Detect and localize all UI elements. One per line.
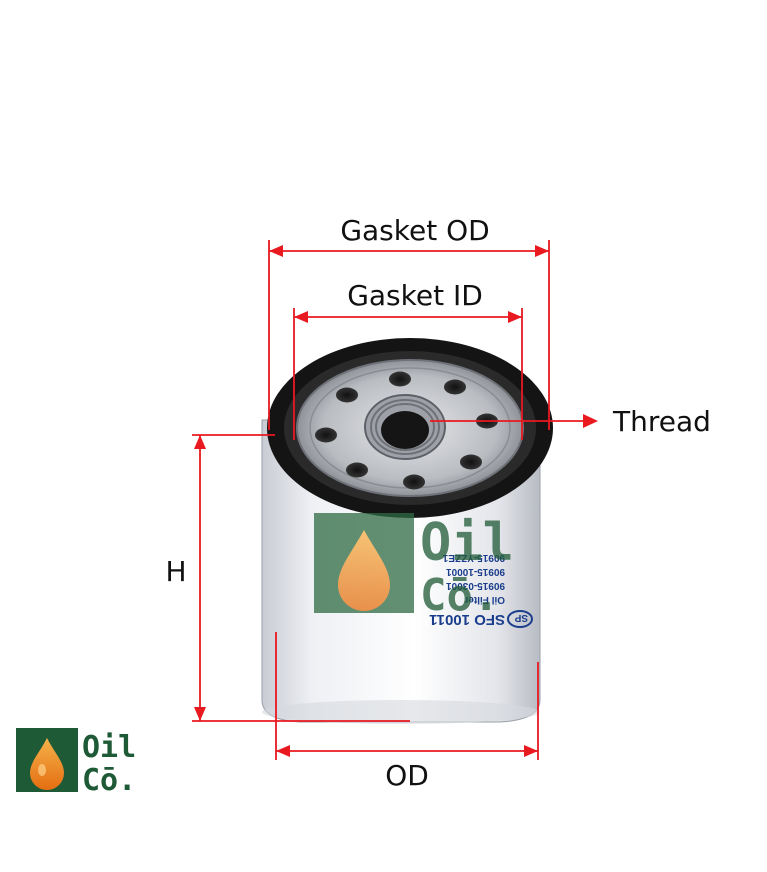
od-label: OD [385, 759, 429, 792]
brand-mark: SP [514, 612, 528, 623]
watermark-text-line-1: Oil [420, 513, 514, 573]
oil-filter-illustration: SFO 10011 Oil Filter 90915-03001 90915-1… [261, 338, 553, 724]
watermark-logo: Oil Cō. [314, 513, 514, 621]
dimension-gasket-id: Gasket ID [293, 279, 523, 440]
gasket-id-label: Gasket ID [347, 279, 483, 312]
watermark-text-line-2: Cō. [420, 570, 499, 621]
logo-text-line-1: Oil [82, 730, 136, 765]
oil-drop-icon [30, 738, 64, 790]
dimension-height: H [165, 434, 410, 722]
label-line-2: 90915-03001 [446, 580, 505, 591]
logo-text-line-2: Cō. [82, 763, 136, 798]
gasket-od-label: Gasket OD [340, 214, 489, 247]
thread-label: Thread [612, 405, 711, 438]
height-label: H [165, 555, 186, 588]
label-line-3: 90915-10001 [446, 566, 505, 577]
dimension-gasket-od: Gasket OD [268, 214, 550, 430]
part-number-text: SFO 10011 [429, 611, 505, 628]
dimension-thread: Thread [430, 405, 711, 438]
label-line-1: Oil Filter [464, 594, 505, 605]
label-line-4: 90915-YZZE1 [442, 552, 505, 563]
threaded-center [364, 394, 446, 460]
dimension-od: OD [275, 632, 539, 792]
brand-logo: Oil Cō. [16, 728, 136, 798]
can-label: SFO 10011 Oil Filter 90915-03001 90915-1… [429, 552, 533, 628]
